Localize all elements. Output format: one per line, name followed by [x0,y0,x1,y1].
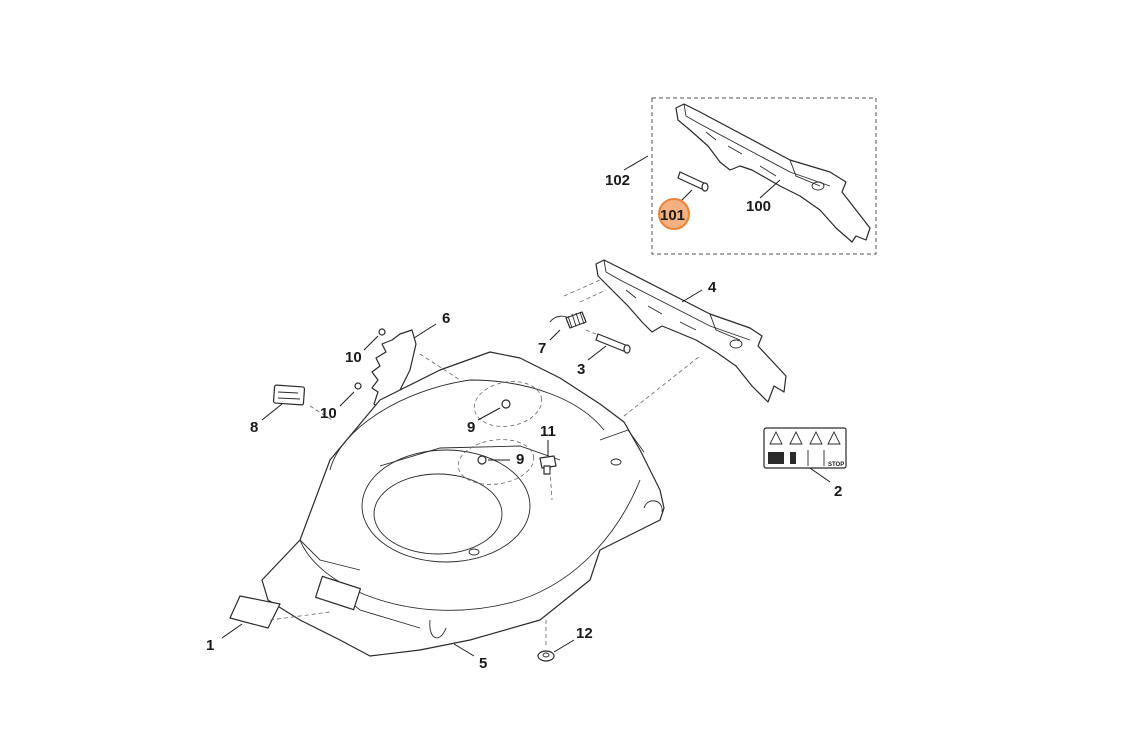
callout-102[interactable]: 102 [605,172,630,189]
warning-label[interactable]: STOP [763,427,847,469]
spring[interactable] [549,311,587,329]
callout-6[interactable]: 6 [442,310,450,327]
callout-9-lower[interactable]: 9 [516,451,524,468]
callout-8[interactable]: 8 [250,419,258,436]
callout-100[interactable]: 100 [746,198,771,215]
callout-11[interactable]: 11 [540,423,556,440]
inset-box [651,97,877,255]
deck-label[interactable] [229,595,281,629]
nut[interactable] [537,650,555,662]
screw-upper[interactable] [501,399,511,409]
screw-10-upper[interactable] [378,328,386,336]
callout-7[interactable]: 7 [538,340,546,357]
callout-9-upper[interactable]: 9 [467,419,475,436]
small-label[interactable] [272,384,306,406]
callout-1[interactable]: 1 [206,637,214,654]
bolt[interactable] [539,455,557,475]
mount-area-2 [457,439,535,485]
callout-4[interactable]: 4 [708,279,717,296]
handle-bracket-assembly-inset[interactable] [675,103,871,243]
callout-101[interactable]: 101 [660,207,685,224]
pin-inset[interactable] [677,171,709,192]
stop-text: STOP [828,462,844,468]
callout-5[interactable]: 5 [479,655,487,672]
screw-lower[interactable] [477,455,487,465]
callout-10-lower[interactable]: 10 [320,405,337,422]
callout-2[interactable]: 2 [834,483,842,500]
rear-bracket[interactable] [595,259,787,403]
callout-12[interactable]: 12 [576,625,593,642]
height-adjuster[interactable] [371,329,417,411]
mount-area-1 [473,381,543,427]
mower-deck[interactable] [261,351,665,657]
highlight-ring [658,198,690,230]
callout-10-upper[interactable]: 10 [345,349,362,366]
screw-10-lower[interactable] [354,382,362,390]
axle-pin[interactable] [595,333,631,354]
callout-3[interactable]: 3 [577,361,585,378]
